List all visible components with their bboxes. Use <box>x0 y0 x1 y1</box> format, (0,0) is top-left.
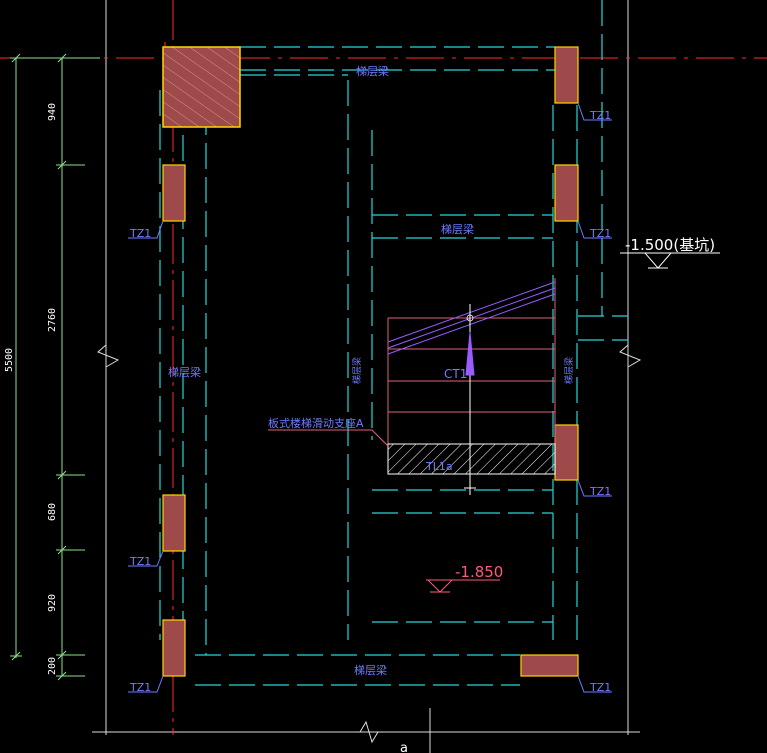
column-tz1 <box>554 164 579 222</box>
tz1-labels: TZ1 TZ1 TZ1 TZ1 TZ1 TZ1 TZ1 <box>129 109 611 694</box>
stair-cad <box>387 278 556 495</box>
label-tz1: TZ1 <box>589 227 611 240</box>
label-tz1: TZ1 <box>589 681 611 694</box>
label-beam-left: 梯层梁 <box>168 365 201 379</box>
tz1-columns <box>162 46 579 677</box>
wall-lines <box>92 0 642 753</box>
corner-column <box>162 46 241 128</box>
dim-920: 920 <box>47 594 58 612</box>
label-tz1: TZ1 <box>129 227 151 240</box>
label-beam-vert-right: 梯层梁 <box>563 357 575 384</box>
tz1-leaders <box>128 102 612 693</box>
dim-680: 680 <box>47 503 58 521</box>
label-beam-bottom: 梯层梁 <box>354 663 387 677</box>
column-tz1 <box>162 619 186 677</box>
label-tz1: TZ1 <box>129 681 151 694</box>
label-beam-mid: 梯层梁 <box>441 222 474 236</box>
dim-200: 200 <box>47 657 58 675</box>
beam-lines <box>159 0 628 686</box>
dim-940: 940 <box>47 103 58 121</box>
elevation-marker-lower <box>426 579 500 593</box>
dim-2760: 2760 <box>47 308 58 332</box>
support-leader <box>268 429 389 447</box>
column-tz1 <box>554 46 579 104</box>
label-tz1: TZ1 <box>589 109 611 122</box>
label-sliding-support: 板式楼梯滑动支座A <box>268 416 364 430</box>
grid-bottom-label: a <box>400 741 408 753</box>
column-tz1 <box>162 164 186 222</box>
dimension-labels: 5500 940 2760 680 920 200 <box>4 103 58 675</box>
label-tz1: TZ1 <box>589 485 611 498</box>
label-beam-top: 梯层梁 <box>356 64 389 78</box>
dim-total: 5500 <box>4 348 15 372</box>
column-tz1 <box>162 494 186 552</box>
elevation-upper-label: -1.500(基坑) <box>625 236 715 254</box>
label-platform-beam: TL1a <box>425 460 453 473</box>
column-tz1 <box>520 654 579 677</box>
column-tz1 <box>554 424 579 481</box>
grid-axes <box>0 0 767 735</box>
elevation-lower-label: -1.850 <box>455 563 503 581</box>
label-beam-vert-left: 梯层梁 <box>351 357 363 384</box>
label-stair-name: CT1 <box>444 367 467 381</box>
label-tz1: TZ1 <box>129 555 151 568</box>
beam-labels: 梯层梁 梯层梁 梯层梁 梯层梁 梯层梁 梯层梁 板式楼梯滑动支座A CT1 TL… <box>168 64 575 677</box>
elevation-markers <box>620 252 720 269</box>
dimension-lines <box>10 53 100 681</box>
